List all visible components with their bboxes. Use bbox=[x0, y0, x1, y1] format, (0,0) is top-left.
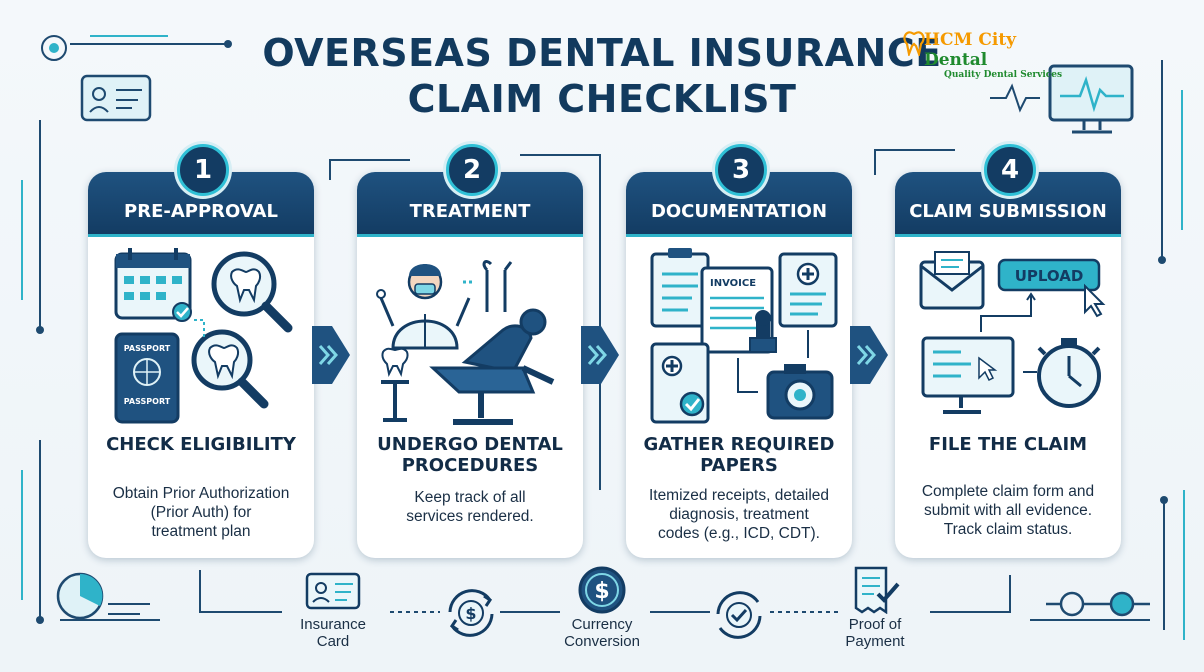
svg-text:$: $ bbox=[594, 579, 609, 604]
heartbeat-monitor-icon bbox=[990, 64, 1134, 134]
clipboard-icon bbox=[650, 248, 710, 328]
step-3-subtitle-line-1: GATHER REQUIRED bbox=[643, 434, 835, 455]
step-2-description: Keep track of all services rendered. bbox=[367, 488, 573, 526]
step-2-subtitle-line-2: PROCEDURES bbox=[401, 455, 539, 476]
id-card-icon bbox=[305, 572, 361, 610]
proof-of-payment-label: Proof of Payment bbox=[820, 616, 930, 650]
clipboard-icon bbox=[650, 342, 710, 424]
magnifier-tooth-icon bbox=[211, 251, 293, 333]
currency-conversion-label: Currency Conversion bbox=[546, 616, 658, 650]
currency-conversion-label-line-1: Currency bbox=[571, 616, 633, 633]
envelope-icon bbox=[919, 251, 985, 310]
approval-check-icon bbox=[716, 591, 762, 639]
step-2-badge: 2 bbox=[446, 144, 498, 196]
computer-icon bbox=[921, 336, 1015, 414]
brand-name-dental: Dental bbox=[924, 50, 988, 70]
pre-approval-illustration: PASSPORT PASSPORT bbox=[114, 248, 293, 424]
currency-exchange-icon: $ bbox=[448, 589, 494, 637]
documentation-illustration: INVOICE bbox=[650, 248, 838, 424]
dental-tools-icon bbox=[463, 260, 513, 312]
chevron-right-icon bbox=[312, 326, 350, 384]
stopwatch-icon bbox=[1037, 338, 1101, 408]
page-title: OVERSEAS DENTAL INSURANCE CLAIM CHECKLIS… bbox=[200, 30, 1004, 122]
step-3-desc-line-1: Itemized receipts, detailed bbox=[648, 487, 830, 504]
step-2-subtitle-line-1: UNDERGO DENTAL bbox=[377, 434, 563, 455]
circuit-nodes-icon bbox=[1046, 591, 1150, 617]
title-line-1: OVERSEAS DENTAL INSURANCE bbox=[262, 31, 942, 75]
step-3-subtitle: GATHER REQUIRED PAPERS bbox=[632, 434, 846, 476]
step-4-desc-line-3: Track claim status. bbox=[943, 521, 1073, 538]
passport-label-top: PASSPORT bbox=[124, 344, 171, 353]
dollar-coin-icon: $ bbox=[578, 566, 626, 614]
tooth-stand-icon bbox=[381, 347, 409, 422]
step-2-card: TREATMENT UNDERGO DENTAL bbox=[357, 172, 583, 558]
brand-logo: HCM City Dental Quality Dental Services bbox=[902, 30, 1082, 80]
step-2-desc-line-1: Keep track of all bbox=[414, 489, 526, 506]
magnifier-tooth-icon bbox=[191, 329, 269, 409]
step-4-desc-line-1: Complete claim form and bbox=[921, 483, 1095, 500]
svg-text:$: $ bbox=[465, 604, 476, 623]
dentist-icon bbox=[376, 264, 471, 350]
camera-icon bbox=[766, 364, 834, 420]
step-1-subtitle: CHECK ELIGIBILITY bbox=[94, 434, 308, 455]
step-3-desc-line-2: diagnosis, treatment bbox=[669, 506, 809, 523]
cursor-icon bbox=[1084, 283, 1106, 318]
passport-icon: PASSPORT PASSPORT bbox=[114, 332, 180, 424]
step-4-desc-line-2: submit with all evidence. bbox=[924, 502, 1092, 519]
step-1-card: PRE-APPROVAL PASSPORT PASSPORT bbox=[88, 172, 314, 558]
currency-conversion-label-line-2: Conversion bbox=[564, 633, 640, 650]
step-1-badge: 1 bbox=[177, 144, 229, 196]
step-4-description: Complete claim form and submit with all … bbox=[905, 482, 1111, 539]
stamp-icon bbox=[749, 310, 777, 353]
step-1-description: Obtain Prior Authorization (Prior Auth) … bbox=[98, 484, 304, 541]
step-1-desc-line-2: (Prior Auth) for bbox=[150, 504, 252, 521]
step-1-desc-line-1: Obtain Prior Authorization bbox=[112, 485, 290, 502]
chevron-right-icon bbox=[850, 326, 888, 384]
step-3-card: DOCUMENTATION INVOICE bbox=[626, 172, 852, 558]
title-line-2: CLAIM CHECKLIST bbox=[407, 77, 797, 121]
pie-chart-icon bbox=[56, 572, 150, 620]
invoice-icon: INVOICE bbox=[700, 266, 774, 354]
calendar-icon bbox=[114, 248, 192, 322]
invoice-label: INVOICE bbox=[710, 278, 756, 289]
receipt-check-icon bbox=[854, 566, 900, 614]
id-card-corner-icon bbox=[80, 74, 152, 122]
upload-label: UPLOAD bbox=[1015, 267, 1084, 285]
step-1-subtitle-line: CHECK ELIGIBILITY bbox=[106, 434, 296, 455]
step-3-title: DOCUMENTATION bbox=[626, 172, 852, 237]
brand-name: HCM City Dental bbox=[902, 30, 1082, 70]
treatment-illustration bbox=[376, 260, 555, 425]
step-3-description: Itemized receipts, detailed diagnosis, t… bbox=[636, 486, 842, 543]
proof-of-payment-label-line-1: Proof of bbox=[848, 616, 902, 633]
brand-tagline: Quality Dental Services bbox=[944, 70, 1063, 80]
step-4-subtitle: FILE THE CLAIM bbox=[901, 434, 1115, 455]
step-3-subtitle-line-2: PAPERS bbox=[700, 455, 778, 476]
step-2-desc-line-2: services rendered. bbox=[406, 508, 534, 525]
clipboard-icon bbox=[778, 252, 838, 328]
brand-name-city: HCM City bbox=[924, 30, 1017, 50]
insurance-card-label-line-2: Card bbox=[316, 633, 350, 650]
step-2-subtitle: UNDERGO DENTAL PROCEDURES bbox=[363, 434, 577, 476]
insurance-card-label-line-1: Insurance bbox=[300, 616, 366, 633]
step-4-card: CLAIM SUBMISSION UPLOAD bbox=[895, 172, 1121, 558]
passport-label-bottom: PASSPORT bbox=[124, 397, 171, 406]
step-4-subtitle-line: FILE THE CLAIM bbox=[928, 434, 1088, 455]
claim-submission-illustration: UPLOAD bbox=[919, 251, 1106, 414]
dental-chair-icon bbox=[429, 308, 555, 425]
tooth-logo-icon bbox=[903, 31, 925, 56]
step-4-badge: 4 bbox=[984, 144, 1036, 196]
step-1-desc-line-3: treatment plan bbox=[151, 523, 251, 540]
proof-of-payment-label-line-2: Payment bbox=[845, 633, 905, 650]
step-3-desc-line-3: codes (e.g., ICD, CDT). bbox=[658, 525, 820, 542]
insurance-card-label: Insurance Card bbox=[280, 616, 386, 650]
target-icon bbox=[41, 35, 67, 61]
chevron-right-icon bbox=[581, 326, 619, 384]
step-3-badge: 3 bbox=[715, 144, 767, 196]
upload-button-icon: UPLOAD bbox=[997, 258, 1101, 292]
